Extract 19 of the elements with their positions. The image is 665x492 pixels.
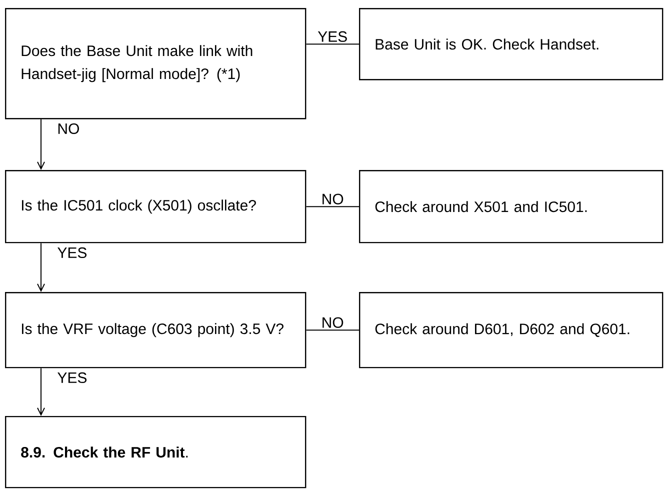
arrow: [37, 118, 45, 170]
edge-label: YES: [316, 30, 349, 43]
result-box: Check around X501 and IC501.: [359, 170, 664, 244]
edge-label: YES: [56, 246, 88, 259]
edge-label: YES: [56, 371, 88, 384]
edge-label: NO: [56, 122, 81, 135]
decision-box: Is the IC501 clock (X501) oscllate?: [5, 170, 306, 244]
arrow: [37, 242, 45, 292]
edge-label: NO: [320, 316, 345, 329]
connector-line: [306, 330, 360, 331]
result-box: Check around D601, D602 and Q601.: [359, 292, 664, 368]
arrow: [37, 368, 45, 416]
decision-box: Does the Base Unit make link with Handset-jig [Normal mode]? (*1): [5, 8, 306, 120]
connector-line: [306, 206, 360, 208]
result-box: 8.9. Check the RF Unit.: [5, 416, 306, 488]
connector-line: [306, 44, 360, 45]
edge-label: NO: [320, 192, 345, 206]
decision-box: Is the VRF voltage (C603 point) 3.5 V?: [5, 292, 306, 368]
result-box: Base Unit is OK. Check Handset.: [359, 8, 664, 80]
